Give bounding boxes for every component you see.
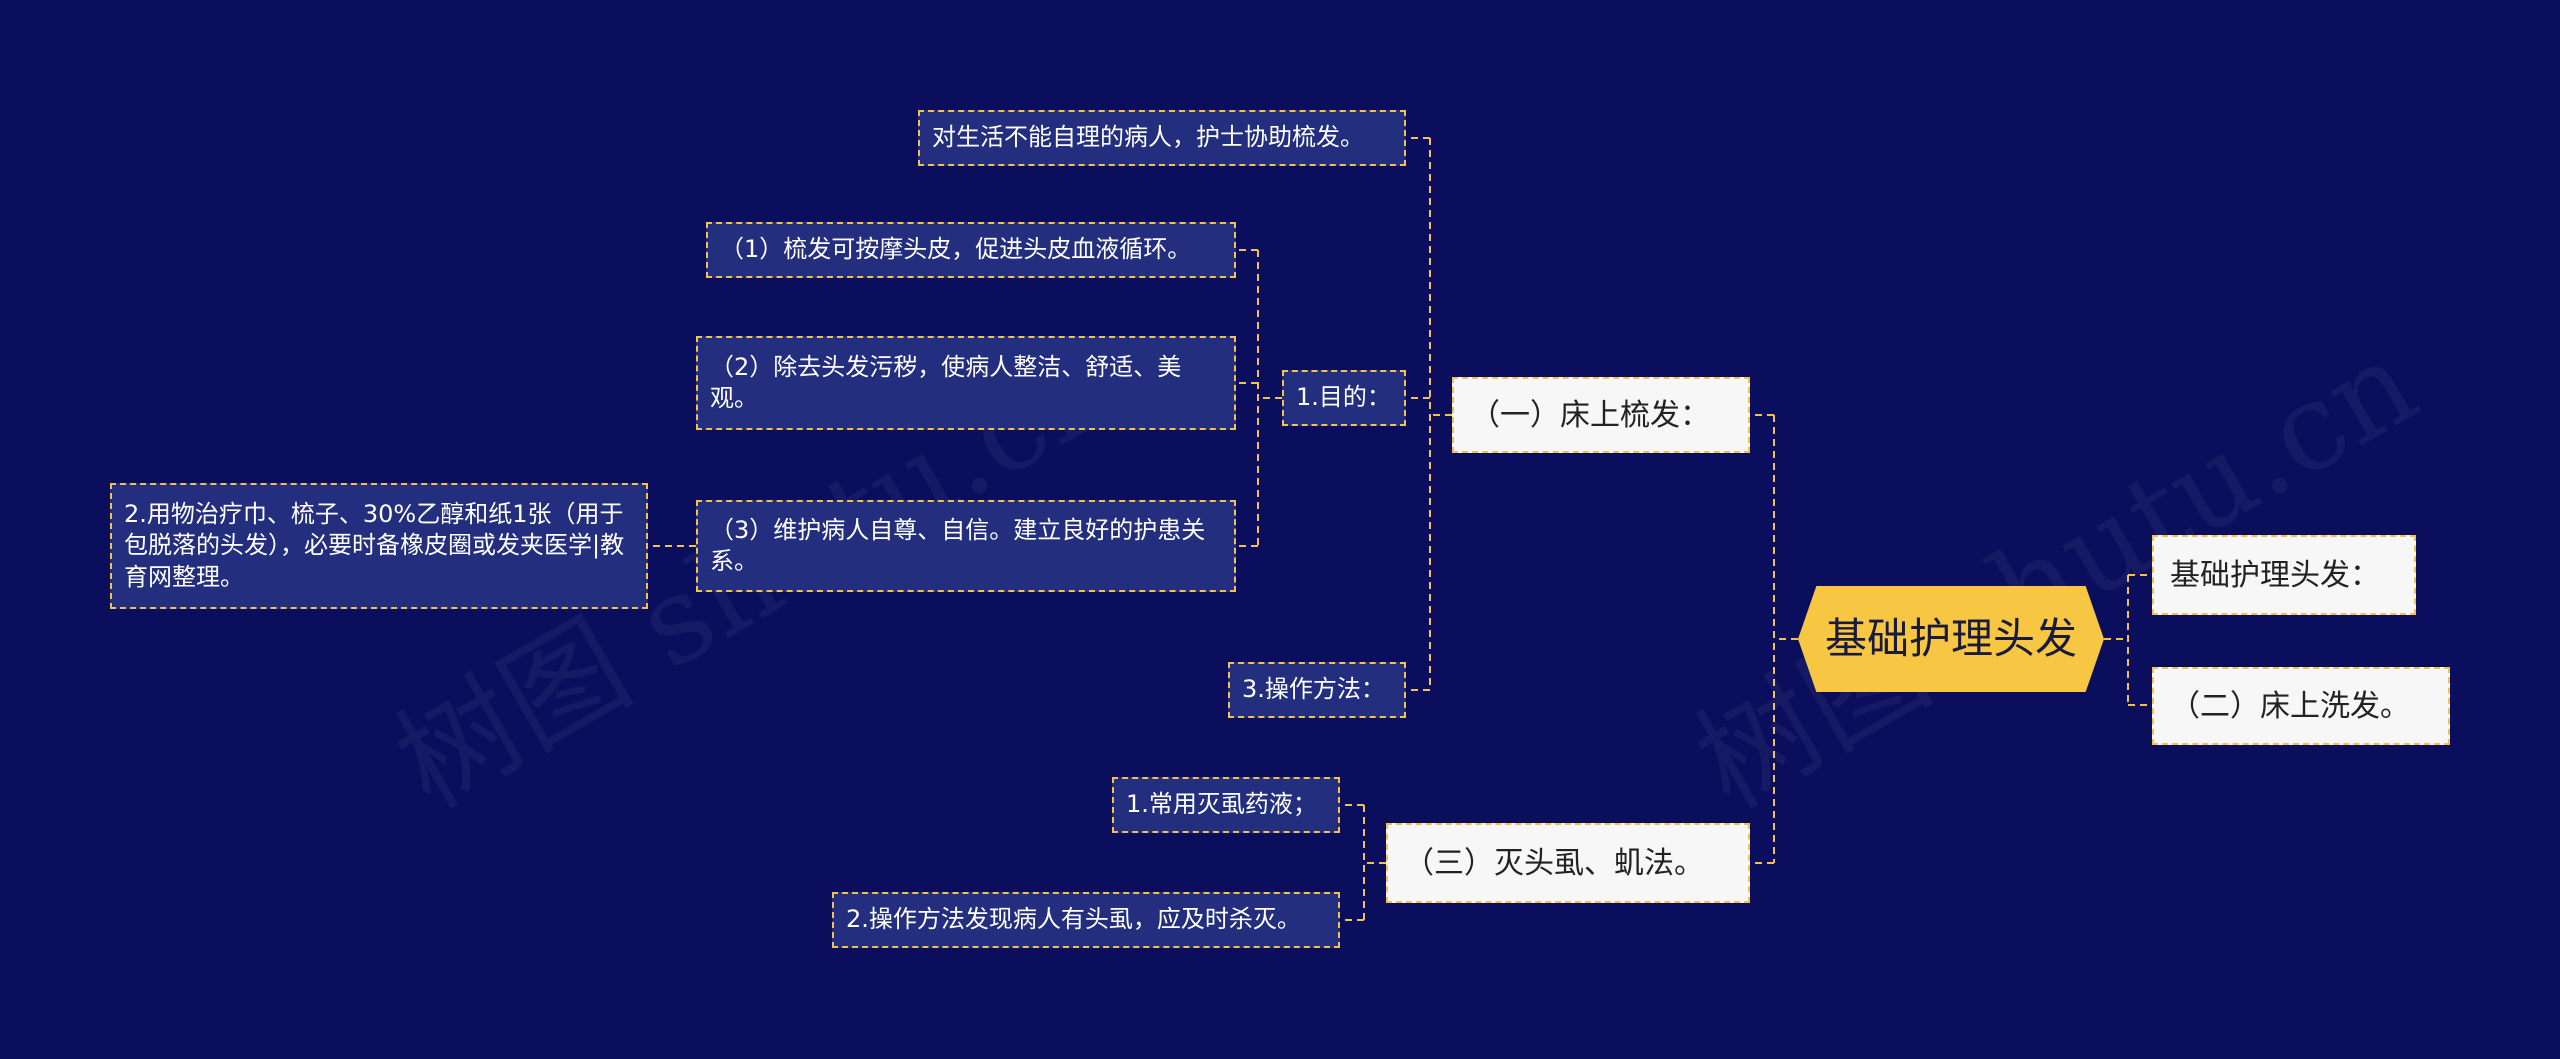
branch-hair-care[interactable]: 基础护理头发：: [2152, 535, 2416, 615]
lice-item-1[interactable]: 1.常用灭虱药液；: [1112, 777, 1340, 833]
root-node[interactable]: 基础护理头发: [1798, 586, 2104, 692]
purpose-item-2[interactable]: （2）除去头发污秽，使病人整洁、舒适、美观。: [696, 336, 1236, 430]
branch-bed-comb[interactable]: （一）床上梳发：: [1452, 377, 1750, 453]
purpose-item-1[interactable]: （1）梳发可按摩头皮，促进头皮血液循环。: [706, 222, 1236, 278]
lice-item-2[interactable]: 2.操作方法发现病人有头虱，应及时杀灭。: [832, 892, 1340, 948]
purpose-item-3[interactable]: （3）维护病人自尊、自信。建立良好的护患关系。: [696, 500, 1236, 592]
comb-method[interactable]: 3.操作方法：: [1228, 662, 1406, 718]
comb-supplies[interactable]: 2.用物治疗巾、梳子、30%乙醇和纸1张（用于包脱落的头发），必要时备橡皮圈或发…: [110, 483, 648, 609]
branch-lice[interactable]: （三）灭头虱、虮法。: [1386, 823, 1750, 903]
comb-assist-text[interactable]: 对生活不能自理的病人，护士协助梳发。: [918, 110, 1406, 166]
branch-bed-wash[interactable]: （二）床上洗发。: [2152, 667, 2450, 745]
comb-purpose[interactable]: 1.目的：: [1282, 370, 1406, 426]
